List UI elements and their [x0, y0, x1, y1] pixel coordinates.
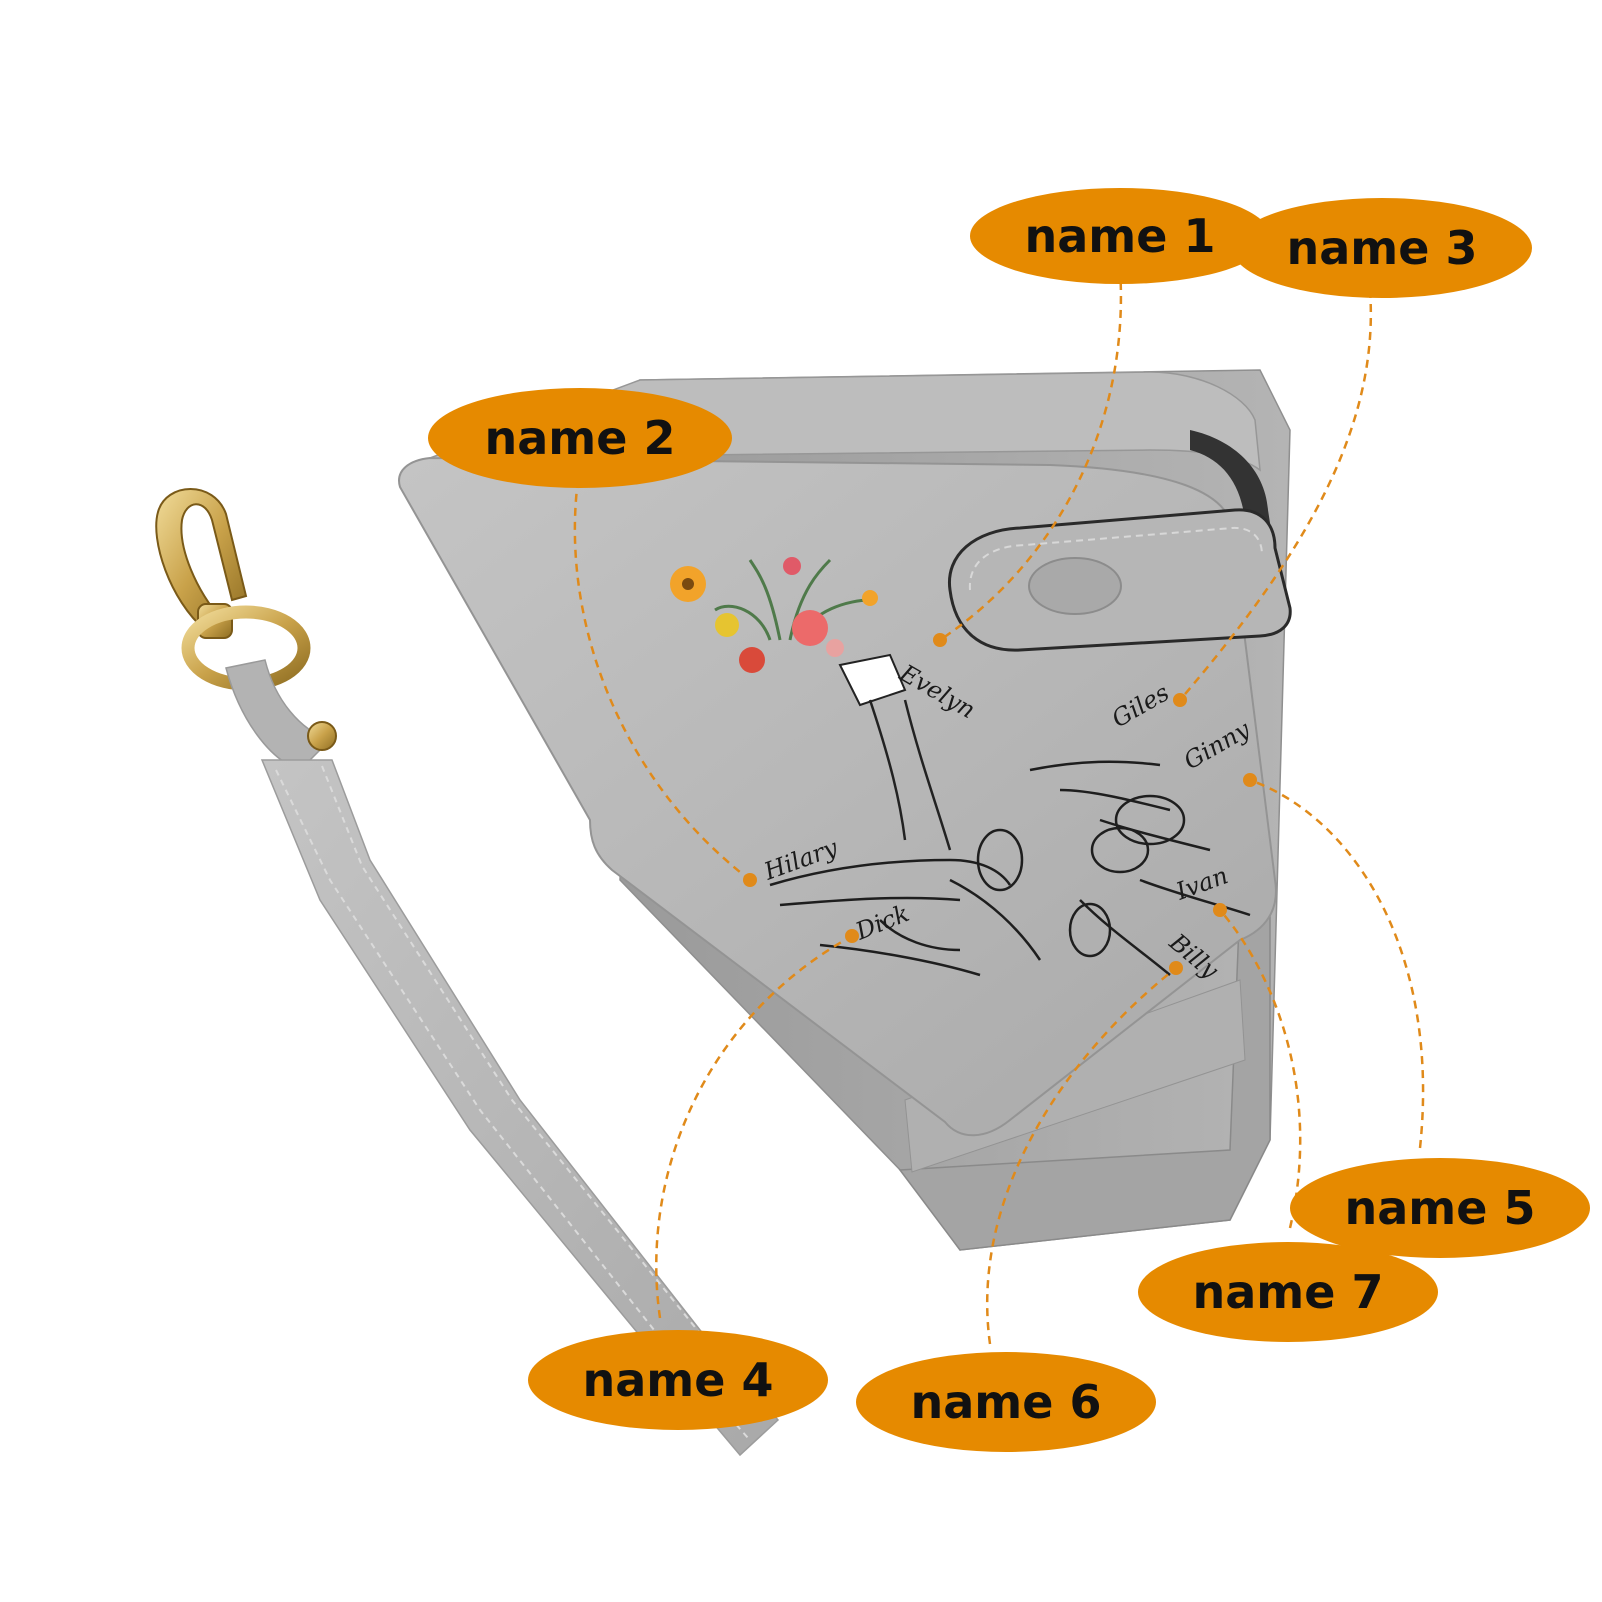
wrist-strap — [155, 488, 780, 1457]
leader-dots — [743, 633, 1257, 975]
callout-label: name 6 — [911, 1375, 1102, 1429]
callout-label: name 2 — [485, 411, 676, 465]
callout-name-4: name 4 — [528, 1330, 828, 1430]
callout-name-3: name 3 — [1232, 198, 1532, 298]
callout-label: name 1 — [1025, 209, 1216, 263]
hands-line-art — [769, 760, 1251, 977]
callout-label: name 5 — [1345, 1181, 1536, 1235]
callout-label: name 4 — [583, 1353, 774, 1407]
flower-bouquet — [670, 557, 952, 851]
callout-name-2: name 2 — [428, 388, 732, 488]
callout-name-5: name 5 — [1290, 1158, 1590, 1258]
callout-name-6: name 6 — [856, 1352, 1156, 1452]
gold-clasp — [155, 488, 311, 691]
wallet: Evelyn Giles Ginny Hilary Dick Ivan Bill… — [398, 369, 1292, 1251]
callout-label: name 7 — [1193, 1265, 1384, 1319]
leader-lines — [573, 267, 1425, 1345]
callout-name-7: name 7 — [1138, 1242, 1438, 1342]
snap-tab — [947, 508, 1292, 652]
callout-label: name 3 — [1287, 221, 1478, 275]
callout-name-1: name 1 — [970, 188, 1270, 284]
